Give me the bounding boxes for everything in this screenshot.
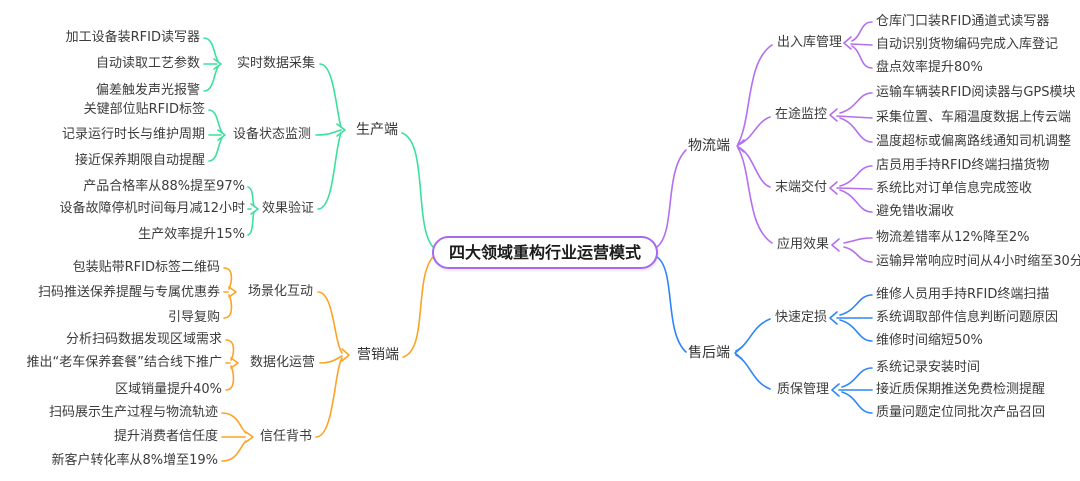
leaf-node[interactable]: 引导复购: [167, 310, 220, 325]
branch-logistics[interactable]: 物流端: [688, 138, 730, 154]
group-transit-monitoring[interactable]: 在途监控: [775, 107, 828, 122]
arrow-marketing: [341, 348, 350, 362]
leaf-node[interactable]: 区域销量提升40%: [115, 382, 222, 397]
branch-marketing[interactable]: 营销端: [357, 347, 399, 363]
leaf-node[interactable]: 提升消费者信任度: [113, 429, 218, 444]
leaf-node[interactable]: 偏差触发声光报警: [95, 83, 200, 98]
leaf-node[interactable]: 设备故障停机时间每月减12小时: [59, 201, 245, 216]
leaf-node[interactable]: 扫码推送保养提醒与专属优惠券: [37, 285, 220, 300]
central-topic[interactable]: 四大领域重构行业运营模式: [432, 236, 658, 269]
leaf-node[interactable]: 接近质保期推送免费检测提醒: [876, 382, 1046, 397]
leaf-node[interactable]: 接近保养期限自动提醒: [74, 153, 205, 168]
leaf-node[interactable]: 系统比对订单信息完成签收: [876, 181, 1033, 196]
leaf-node[interactable]: 自动识别货物编码完成入库登记: [876, 37, 1059, 52]
branch-production[interactable]: 生产端: [356, 122, 398, 138]
leaf-node[interactable]: 物流差错率从12%降至2%: [876, 230, 1030, 245]
group-effect-verification[interactable]: 效果验证: [262, 201, 315, 216]
leaf-node[interactable]: 维修人员用手持RFID终端扫描: [876, 287, 1050, 302]
leaf-node[interactable]: 采集位置、车厢温度数据上传云端: [876, 110, 1072, 125]
leaf-node[interactable]: 新客户转化率从8%增至19%: [51, 453, 218, 468]
leaf-node[interactable]: 运输车辆装RFID阅读器与GPS模块: [876, 85, 1076, 100]
group-warehouse-io[interactable]: 出入库管理: [777, 35, 843, 50]
leaf-node[interactable]: 店员用手持RFID终端扫描货物: [876, 158, 1050, 173]
leaf-node[interactable]: 系统调取部件信息判断问题原因: [876, 310, 1059, 325]
leaf-node[interactable]: 生产效率提升15%: [138, 227, 245, 242]
group-realtime-collection[interactable]: 实时数据采集: [237, 56, 316, 71]
group-scenario-interaction[interactable]: 场景化互动: [248, 284, 314, 299]
leaf-node[interactable]: 记录运行时长与维护周期: [61, 127, 205, 142]
branch-aftersales[interactable]: 售后端: [688, 345, 730, 361]
leaf-node[interactable]: 盘点效率提升80%: [876, 60, 983, 75]
leaf-node[interactable]: 分析扫码数据发现区域需求: [65, 332, 222, 347]
group-data-operation[interactable]: 数据化运营: [250, 355, 316, 370]
group-warranty-management[interactable]: 质保管理: [777, 382, 830, 397]
group-device-monitoring[interactable]: 设备状态监测: [233, 127, 312, 142]
group-quick-damage-assessment[interactable]: 快速定损: [775, 310, 828, 325]
leaf-node[interactable]: 仓库门口装RFID通道式读写器: [876, 14, 1050, 29]
leaf-node[interactable]: 避免错收漏收: [876, 204, 955, 219]
arrow-production: [336, 123, 346, 137]
leaf-node[interactable]: 系统记录安装时间: [876, 360, 981, 375]
leaf-node[interactable]: 产品合格率从88%提至97%: [83, 179, 245, 194]
group-application-effect[interactable]: 应用效果: [777, 237, 830, 252]
leaf-node[interactable]: 质量问题定位同批次产品召回: [876, 405, 1046, 420]
leaf-node[interactable]: 加工设备装RFID读写器: [65, 30, 200, 45]
leaf-node[interactable]: 扫码展示生产过程与物流轨迹: [48, 405, 218, 420]
group-last-mile-delivery[interactable]: 末端交付: [775, 180, 828, 195]
arrow-aftersales: [734, 346, 743, 360]
leaf-node[interactable]: 温度超标或偏离路线通知司机调整: [876, 134, 1072, 149]
leaf-node[interactable]: 自动读取工艺参数: [95, 56, 200, 71]
leaf-node[interactable]: 推出“老车保养套餐”结合线下推广: [26, 355, 222, 370]
leaf-node[interactable]: 关键部位贴RFID标签: [83, 102, 205, 117]
leaf-node[interactable]: 包装贴带RFID标签二维码: [72, 260, 220, 275]
leaf-node[interactable]: 运输异常响应时间从4小时缩至30分钟: [876, 254, 1080, 269]
leaf-node[interactable]: 维修时间缩短50%: [876, 333, 983, 348]
arrow-logistics: [736, 139, 745, 153]
group-trust-endorsement[interactable]: 信任背书: [260, 429, 313, 444]
